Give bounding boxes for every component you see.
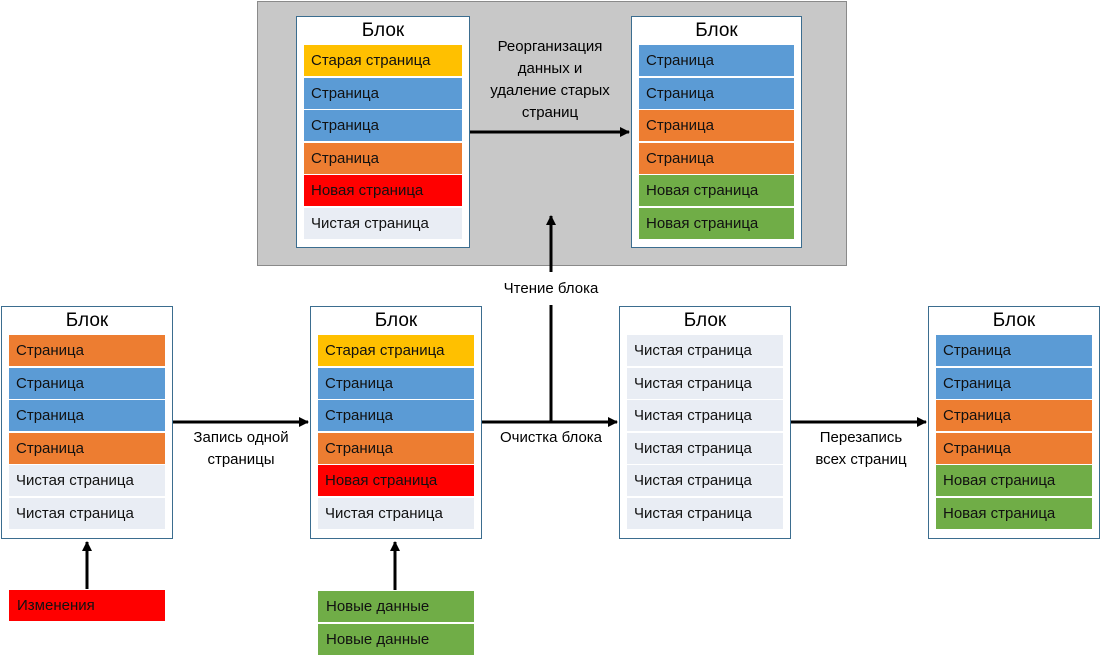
page-row: Страница (304, 77, 462, 109)
page-row: Страница (318, 432, 474, 464)
page-row: Страница (639, 45, 794, 76)
page-row: Чистая страница (318, 497, 474, 529)
new-data-box-2: Новые данные (318, 624, 474, 655)
page-row: Новая страница (639, 207, 794, 239)
changes-box: Изменения (9, 590, 165, 621)
page-row: Страница (936, 367, 1092, 399)
page-row: Чистая страница (304, 207, 462, 239)
page-row: Страница (639, 77, 794, 109)
page-row: Страница (318, 367, 474, 399)
page-row: Новая страница (936, 465, 1092, 496)
page-row: Страница (318, 400, 474, 431)
page-row: Страница (9, 367, 165, 399)
block-title: Блок (695, 20, 738, 41)
label-clean-block: Очистка блока (499, 429, 603, 446)
page-row: Чистая страница (627, 367, 783, 399)
page-row: Страница (304, 142, 462, 174)
page-row: Страница (936, 335, 1092, 366)
page-row: Чистая страница (9, 497, 165, 529)
page-row: Новая страница (318, 465, 474, 496)
block-title: Блок (361, 20, 405, 41)
label-reorganization: Реорганизация данных и удаление старых с… (490, 38, 610, 121)
block-title: Блок (992, 310, 1036, 331)
page-row: Страница (9, 400, 165, 431)
page-row: Чистая страница (627, 497, 783, 529)
label-read-block: Чтение блока (503, 280, 599, 297)
block-title: Блок (374, 310, 418, 331)
page-row: Старая страница (318, 335, 474, 366)
page-row: Страница (304, 110, 462, 141)
page-row: Страница (639, 110, 794, 141)
page-row: Старая страница (304, 45, 462, 76)
page-row: Новая страница (639, 175, 794, 206)
label-write-one-page: Запись одной страницы (193, 429, 289, 468)
page-row: Чистая страница (627, 465, 783, 496)
page-row: Страница (9, 335, 165, 366)
block-title: Блок (683, 310, 727, 331)
page-row: Чистая страница (627, 432, 783, 464)
block-title: Блок (65, 310, 109, 331)
page-row: Новая страница (936, 497, 1092, 529)
page-row: Чистая страница (9, 465, 165, 496)
page-row: Страница (9, 432, 165, 464)
new-data-box-1: Новые данные (318, 591, 474, 622)
page-row: Страница (639, 142, 794, 174)
page-row: Чистая страница (627, 400, 783, 431)
page-row: Страница (936, 432, 1092, 464)
page-row: Чистая страница (627, 335, 783, 366)
page-row: Новая страница (304, 175, 462, 206)
label-rewrite-all: Перезапись всех страниц (815, 429, 907, 468)
page-row: Страница (936, 400, 1092, 431)
